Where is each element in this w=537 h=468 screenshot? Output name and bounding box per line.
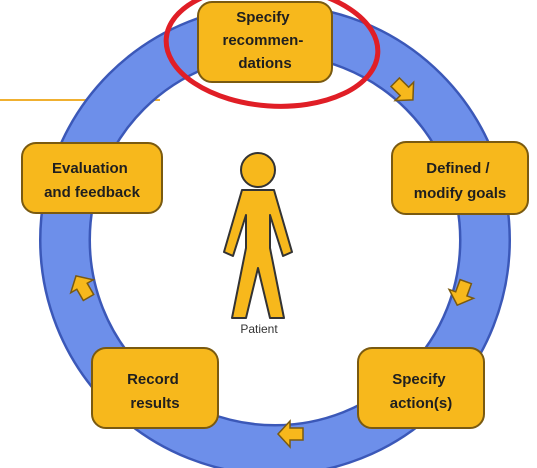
step-box: [21, 142, 163, 214]
step-label-line: Defined /: [426, 160, 490, 177]
arrow-goals-to-actions: [447, 278, 476, 307]
step-label-line: and feedback: [44, 184, 141, 201]
step-box: [91, 347, 219, 429]
step-label-line: Record: [127, 371, 179, 388]
step-specify-recommendations: Specify recommen- dations: [197, 1, 333, 83]
svg-text:Evaluation and feedback: Evaluation and feedback: [44, 160, 141, 201]
step-label-line: recommen-: [222, 32, 303, 49]
step-label-line: action(s): [390, 395, 453, 412]
step-box: [391, 141, 529, 215]
step-specify-actions: Specify action(s): [357, 347, 485, 429]
arrow-record-to-evaluation: [69, 274, 96, 302]
step-box: [357, 347, 485, 429]
step-label-line: Specify: [236, 9, 290, 26]
step-label-line: Specify: [392, 371, 446, 388]
arrow-actions-to-record: [276, 419, 304, 449]
step-label-line: modify goals: [414, 185, 507, 202]
patient-figure: [223, 152, 293, 319]
patient-head: [240, 152, 276, 188]
arrow-recommendations-to-goals: [389, 76, 415, 102]
step-label-line: Evaluation: [52, 160, 128, 177]
svg-text:Defined / modify goals: Defined / modify goals: [414, 160, 507, 202]
svg-text:Specify action(s): Specify action(s): [390, 371, 453, 412]
step-label-line: dations: [238, 55, 291, 72]
patient-label: Patient: [240, 322, 278, 336]
step-label-line: results: [130, 395, 179, 412]
svg-text:Specify recommen-: Specify recommen- dations: [222, 9, 307, 72]
step-record-results: Record results: [91, 347, 219, 429]
step-define-modify-goals: Defined / modify goals: [391, 141, 529, 215]
highlight-ellipse: [163, 0, 381, 109]
patient-body: [223, 189, 293, 319]
step-box: [197, 1, 333, 83]
svg-text:Record results: Record results: [127, 371, 183, 412]
step-evaluation-feedback: Evaluation and feedback: [21, 142, 163, 214]
